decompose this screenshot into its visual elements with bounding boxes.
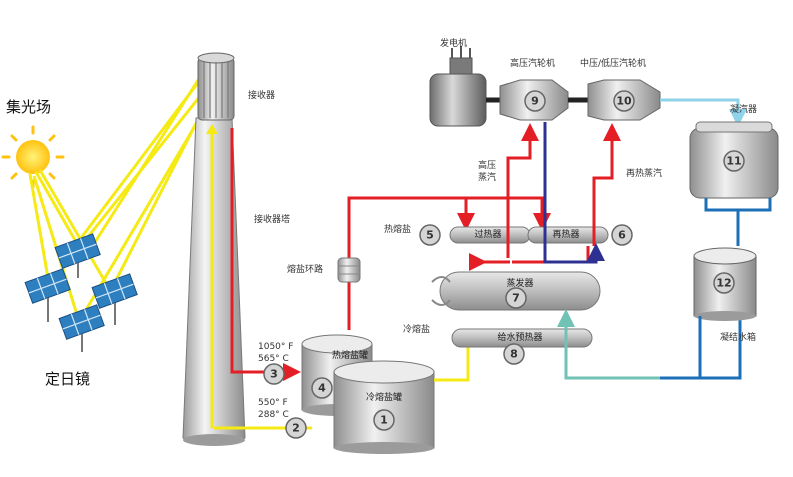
reheat-return-line — [543, 122, 596, 262]
condenser-label: 凝汽器 — [730, 103, 757, 115]
number-badge-7: 7 — [505, 287, 527, 309]
receiver-tower — [182, 117, 246, 446]
reheat-steam-line — [592, 123, 621, 246]
number-badge-11: 11 — [723, 150, 745, 172]
hot-temp-f: 1050° F — [258, 342, 293, 352]
number-badge-3: 3 — [263, 363, 285, 385]
number-badge-12: 12 — [713, 272, 735, 294]
receiver-label: 接收器 — [248, 89, 275, 101]
number-badge-text: 4 — [318, 382, 326, 395]
feedwater-heater-label: 给水预热器 — [497, 331, 542, 343]
heliostat-field-label: 集光场 — [6, 98, 51, 116]
hp-steam-label-1: 高压 — [478, 159, 496, 171]
salt-loop-label: 熔盐环路 — [287, 263, 323, 275]
number-badge-text: 7 — [512, 292, 520, 305]
receiver-tower-label: 接收器塔 — [254, 213, 290, 225]
number-badge-9: 9 — [524, 90, 546, 112]
receiver — [197, 52, 235, 121]
hp-steam-label-2: 蒸汽 — [478, 171, 496, 183]
cold-temp-c: 288° C — [258, 410, 289, 420]
reheater — [527, 226, 609, 244]
number-badge-8: 8 — [503, 343, 525, 365]
cold-salt-label: 冷熔盐 — [403, 323, 430, 335]
number-badge-text: 10 — [616, 95, 632, 108]
number-badge-5: 5 — [419, 224, 441, 246]
reheat-steam-label: 再热蒸汽 — [626, 167, 662, 179]
generator-label: 发电机 — [440, 37, 467, 49]
number-badge-10: 10 — [613, 90, 635, 112]
reheater-label: 再热器 — [552, 228, 579, 240]
number-badge-4: 4 — [311, 377, 333, 399]
hot-temp-c: 565° C — [258, 354, 289, 364]
exhaust-line — [660, 98, 747, 127]
number-badge-1: 1 — [373, 409, 395, 431]
number-badge-text: 1 — [380, 414, 388, 427]
cold-tank-label: 冷熔盐罐 — [366, 391, 402, 403]
number-badge-text: 8 — [510, 348, 518, 361]
hp-steam-line — [506, 123, 539, 258]
lp-turbine-label: 中压/低压汽轮机 — [580, 57, 646, 69]
sun-icon — [1, 125, 65, 189]
number-badge-text: 5 — [426, 229, 434, 242]
superheater-label: 过热器 — [474, 228, 501, 240]
heliostat-mirrors — [24, 233, 138, 352]
number-badge-text: 2 — [292, 422, 300, 435]
number-badge-2: 2 — [285, 417, 307, 439]
number-badge-6: 6 — [611, 224, 633, 246]
cold-salt-return — [434, 340, 470, 382]
hot-tank-label: 热熔盐罐 — [332, 349, 368, 361]
incoming-sun-rays — [28, 169, 112, 319]
generator — [429, 46, 487, 127]
number-badge-text: 3 — [270, 368, 278, 381]
salt-pump — [337, 257, 361, 283]
hot-salt-loop — [347, 196, 475, 330]
cold-salt-tank — [333, 360, 435, 454]
heliostat-label: 定日镜 — [45, 370, 90, 388]
number-badge-text: 9 — [531, 95, 539, 108]
cold-temp-f: 550° F — [258, 398, 288, 408]
number-badge-text: 6 — [618, 229, 626, 242]
number-badge-text: 11 — [726, 155, 741, 168]
evaporator-label: 蒸发器 — [506, 277, 533, 289]
condensate-tank-label: 凝结水箱 — [720, 331, 756, 343]
hot-salt-label: 热熔盐 — [384, 223, 411, 235]
hp-turbine-label: 高压汽轮机 — [510, 57, 555, 69]
number-badge-text: 12 — [716, 277, 731, 290]
